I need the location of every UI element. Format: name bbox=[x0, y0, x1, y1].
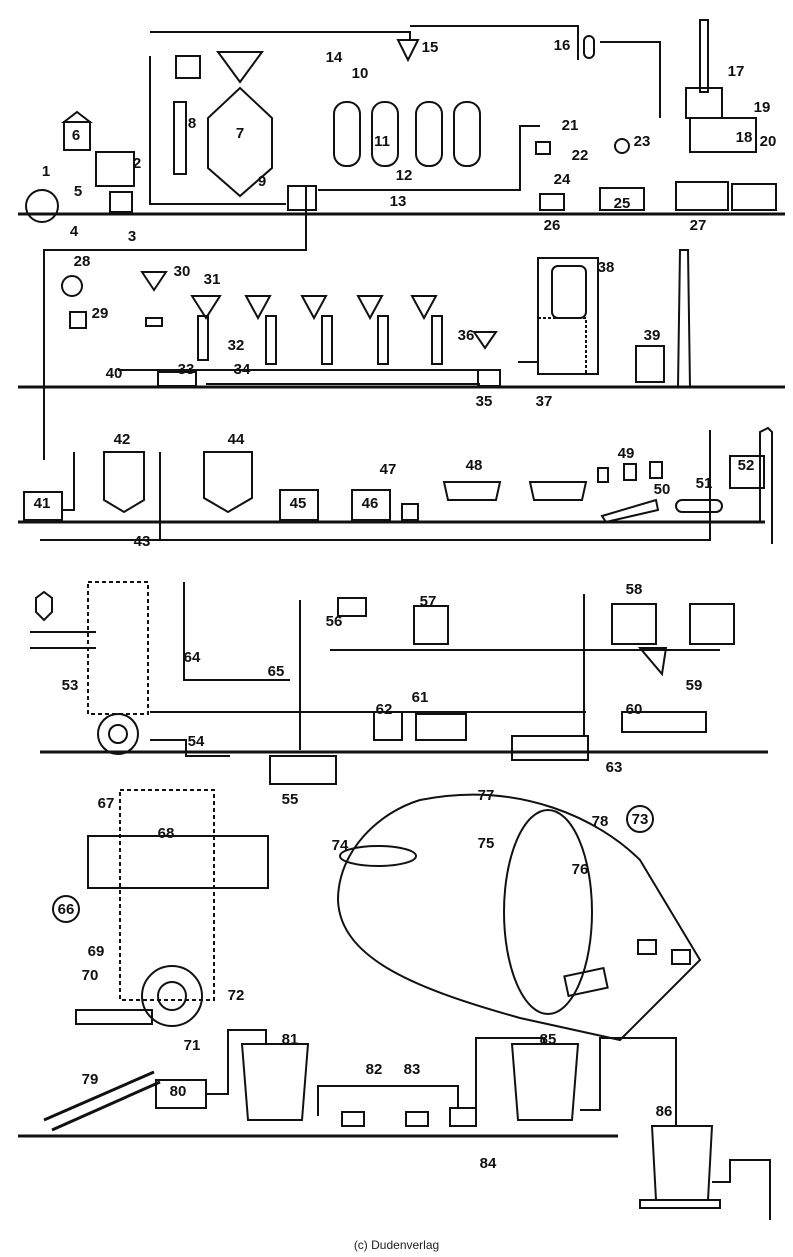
reference-number-68: 68 bbox=[158, 825, 175, 842]
reference-number-18: 18 bbox=[736, 129, 753, 146]
reference-number-61: 61 bbox=[412, 689, 429, 706]
reference-number-2: 2 bbox=[133, 155, 141, 172]
reference-number-36: 36 bbox=[458, 327, 475, 344]
reference-number-77: 77 bbox=[478, 787, 495, 804]
reference-number-70: 70 bbox=[82, 967, 99, 984]
reference-number-23: 23 bbox=[634, 133, 651, 150]
reference-number-56: 56 bbox=[326, 613, 343, 630]
reference-number-8: 8 bbox=[188, 115, 196, 132]
reference-number-38: 38 bbox=[598, 259, 615, 276]
reference-number-64: 64 bbox=[184, 649, 201, 666]
reference-number-71: 71 bbox=[184, 1037, 201, 1054]
label-circle-73 bbox=[626, 805, 654, 833]
reference-number-14: 14 bbox=[326, 49, 343, 66]
reference-number-80: 80 bbox=[170, 1083, 187, 1100]
reference-number-81: 81 bbox=[282, 1031, 299, 1048]
reference-number-20: 20 bbox=[760, 133, 777, 150]
reference-number-60: 60 bbox=[626, 701, 643, 718]
reference-number-42: 42 bbox=[114, 431, 131, 448]
reference-number-33: 33 bbox=[178, 361, 195, 378]
reference-number-51: 51 bbox=[696, 475, 713, 492]
reference-number-12: 12 bbox=[396, 167, 413, 184]
reference-number-82: 82 bbox=[366, 1061, 383, 1078]
reference-number-30: 30 bbox=[174, 263, 191, 280]
reference-number-48: 48 bbox=[466, 457, 483, 474]
reference-number-7: 7 bbox=[236, 125, 244, 142]
reference-number-69: 69 bbox=[88, 943, 105, 960]
reference-number-53: 53 bbox=[62, 677, 79, 694]
reference-number-76: 76 bbox=[572, 861, 589, 878]
reference-number-32: 32 bbox=[228, 337, 245, 354]
reference-number-47: 47 bbox=[380, 461, 397, 478]
reference-number-46: 46 bbox=[362, 495, 379, 512]
reference-number-17: 17 bbox=[728, 63, 745, 80]
reference-number-3: 3 bbox=[128, 228, 136, 245]
reference-number-74: 74 bbox=[332, 837, 349, 854]
reference-number-84: 84 bbox=[480, 1155, 497, 1172]
reference-number-25: 25 bbox=[614, 195, 631, 212]
reference-number-57: 57 bbox=[420, 593, 437, 610]
reference-number-15: 15 bbox=[422, 39, 439, 56]
reference-number-28: 28 bbox=[74, 253, 91, 270]
label-circle-66 bbox=[52, 895, 80, 923]
reference-number-54: 54 bbox=[188, 733, 205, 750]
reference-number-24: 24 bbox=[554, 171, 571, 188]
reference-number-73: 73 bbox=[632, 811, 649, 828]
reference-number-40: 40 bbox=[106, 365, 123, 382]
reference-number-1: 1 bbox=[42, 163, 50, 180]
reference-number-67: 67 bbox=[98, 795, 115, 812]
reference-number-41: 41 bbox=[34, 495, 51, 512]
reference-number-75: 75 bbox=[478, 835, 495, 852]
reference-number-44: 44 bbox=[228, 431, 245, 448]
reference-number-65: 65 bbox=[268, 663, 285, 680]
reference-number-78: 78 bbox=[592, 813, 609, 830]
reference-number-19: 19 bbox=[754, 99, 771, 116]
reference-number-85: 85 bbox=[540, 1031, 557, 1048]
reference-number-26: 26 bbox=[544, 217, 561, 234]
reference-number-39: 39 bbox=[644, 327, 661, 344]
reference-number-35: 35 bbox=[476, 393, 493, 410]
reference-number-43: 43 bbox=[134, 533, 151, 550]
reference-number-16: 16 bbox=[554, 37, 571, 54]
reference-number-5: 5 bbox=[74, 183, 82, 200]
reference-number-11: 11 bbox=[374, 133, 390, 150]
reference-number-13: 13 bbox=[390, 193, 407, 210]
reference-number-37: 37 bbox=[536, 393, 553, 410]
reference-number-55: 55 bbox=[282, 791, 299, 808]
reference-number-49: 49 bbox=[618, 445, 635, 462]
reference-number-62: 62 bbox=[376, 701, 393, 718]
reference-number-66: 66 bbox=[58, 901, 75, 918]
reference-number-22: 22 bbox=[572, 147, 589, 164]
reference-number-31: 31 bbox=[204, 271, 221, 288]
reference-number-27: 27 bbox=[690, 217, 707, 234]
reference-number-34: 34 bbox=[234, 361, 251, 378]
reference-number-59: 59 bbox=[686, 677, 703, 694]
reference-number-86: 86 bbox=[656, 1103, 673, 1120]
reference-number-9: 9 bbox=[258, 173, 266, 190]
reference-number-21: 21 bbox=[562, 117, 579, 134]
reference-number-58: 58 bbox=[626, 581, 643, 598]
reference-number-10: 10 bbox=[352, 65, 369, 82]
reference-number-50: 50 bbox=[654, 481, 671, 498]
reference-number-72: 72 bbox=[228, 987, 245, 1004]
reference-number-6: 6 bbox=[72, 127, 80, 144]
reference-number-79: 79 bbox=[82, 1071, 99, 1088]
reference-number-45: 45 bbox=[290, 495, 307, 512]
reference-number-4: 4 bbox=[70, 223, 79, 240]
reference-number-63: 63 bbox=[606, 759, 623, 776]
reference-number-83: 83 bbox=[404, 1061, 421, 1078]
reference-number-52: 52 bbox=[738, 457, 755, 474]
reference-number-29: 29 bbox=[92, 305, 109, 322]
copyright-notice: (c) Dudenverlag bbox=[353, 1238, 440, 1252]
